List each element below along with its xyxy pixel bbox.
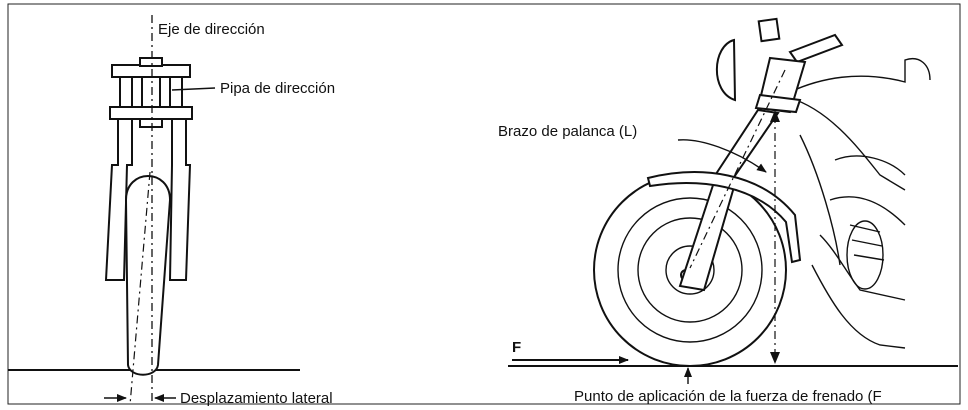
fork-upper-left (119, 76, 133, 108)
fork-tube-side (712, 108, 780, 182)
front-view-fork: Eje de dirección Pipa de dirección Despl… (8, 15, 335, 407)
front-tyre (124, 175, 172, 376)
fuel-tank (789, 58, 931, 93)
side-view-motorcycle: Brazo de palanca (L) F Punto de aplicaci… (498, 17, 958, 405)
lever-arm-label: Brazo de palanca (L) (498, 123, 637, 140)
steering-axis-side (689, 69, 786, 269)
engine-fin (849, 224, 885, 261)
frame-main (789, 97, 906, 191)
fork-leg-right (168, 118, 192, 281)
exhaust-pipe (811, 264, 906, 349)
steering-head-bottom (109, 106, 193, 120)
headlight (715, 38, 737, 102)
diagram-frame (7, 3, 961, 405)
wheel-center-line (129, 171, 151, 406)
fork-leg-left (104, 118, 133, 281)
front-tyre-inner (617, 197, 763, 343)
steering-head-top-cap (139, 57, 163, 67)
front-rim (637, 217, 743, 323)
steering-axis-label: Eje de dirección (158, 21, 265, 38)
mirror-mount (757, 17, 781, 43)
steering-head-label: Pipa de dirección (220, 80, 335, 97)
braking-point-label: Punto de aplicación de la fuerza de fren… (574, 388, 882, 405)
engine-cover (846, 220, 884, 290)
lever-arm-arrow-bottom (770, 352, 780, 364)
steering-stem (141, 76, 161, 108)
lateral-offset-label: Desplazamiento lateral (180, 390, 333, 407)
engine-outline (819, 155, 906, 301)
frame-down (799, 134, 841, 266)
front-hub (665, 245, 715, 295)
steering-head-bottom-nut (139, 118, 163, 128)
handlebar (788, 33, 844, 64)
lever-arm-arrow-top (770, 110, 780, 122)
fork-upper-right (169, 76, 183, 108)
front-fender (646, 171, 802, 264)
lever-arm-pointer (677, 139, 767, 173)
force-label: F (512, 339, 521, 356)
steering-head-pointer (171, 87, 216, 91)
